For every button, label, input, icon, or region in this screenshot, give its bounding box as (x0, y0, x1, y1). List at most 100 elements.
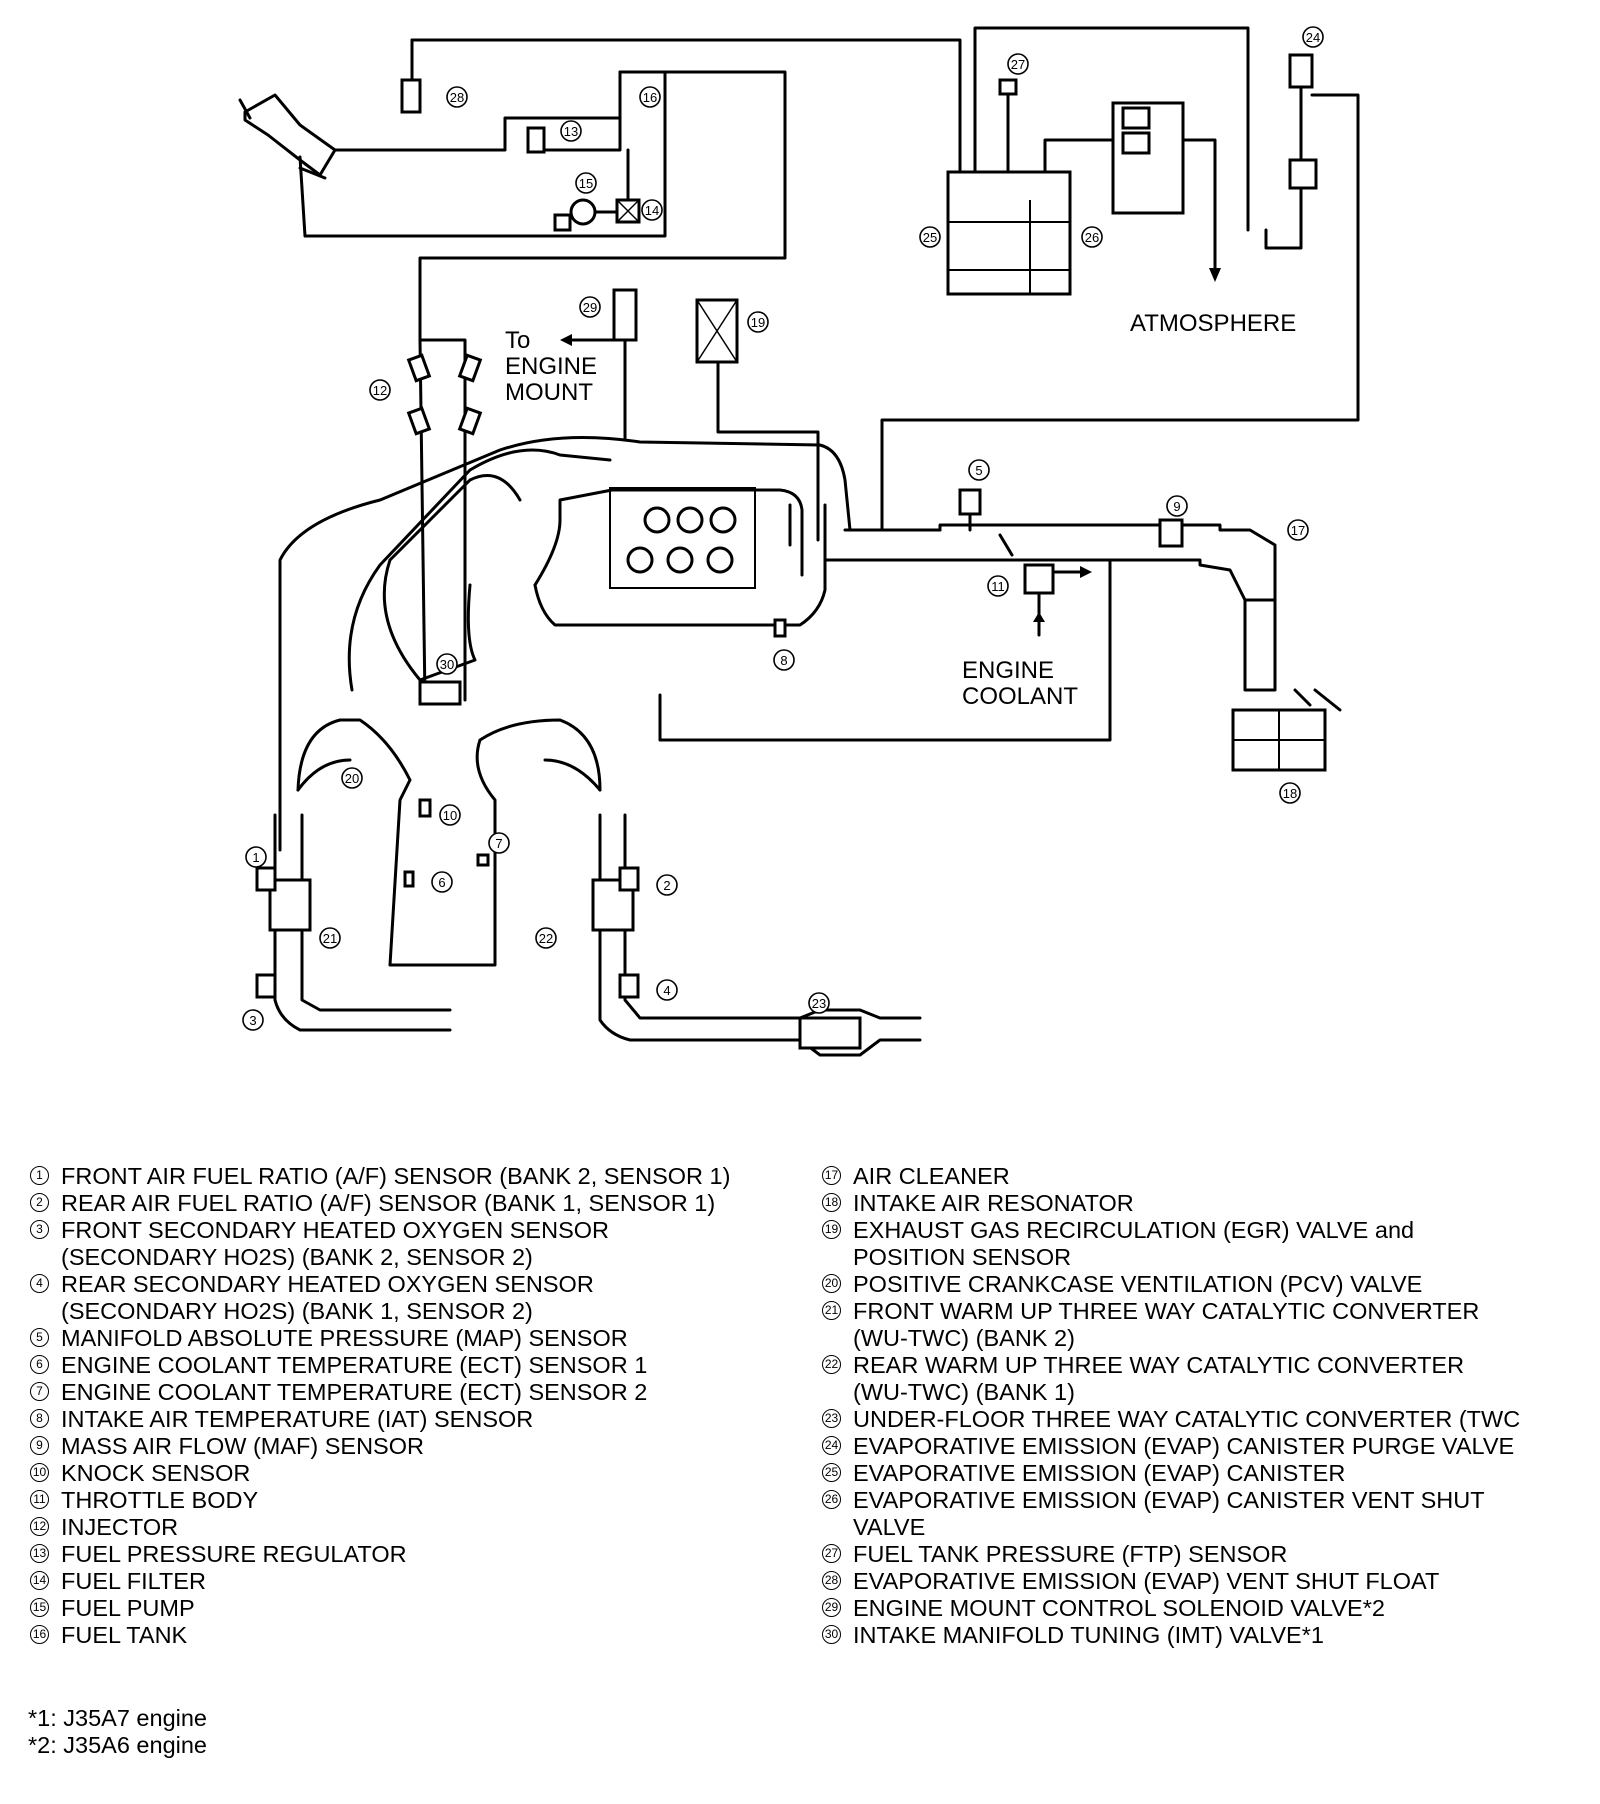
callout-number: 2 (663, 878, 670, 893)
callout-number: 8 (780, 653, 787, 668)
callout-number: 16 (643, 90, 657, 105)
engine-block (296, 718, 602, 967)
callout-number: 21 (323, 931, 337, 946)
legend-number: 5 (30, 1328, 49, 1347)
callout-circle (747, 311, 769, 333)
callout-23: 23 (808, 992, 830, 1014)
callout-circle (1302, 26, 1324, 48)
legend-number: 3 (30, 1220, 49, 1239)
legend-text: MASS AIR FLOW (MAF) SENSOR (61, 1433, 424, 1459)
label-engine-coolant-line2: COOLANT (962, 683, 1078, 710)
legend-text: FUEL TANK PRESSURE (FTP) SENSOR (853, 1541, 1288, 1567)
callout-circle (968, 459, 990, 481)
legend-number: 25 (822, 1463, 841, 1482)
legend-number: 26 (822, 1490, 841, 1509)
callout-circle (773, 649, 795, 671)
legend-text: POSITIVE CRANKCASE VENTILATION (PCV) VAL… (853, 1271, 1423, 1297)
callout-2: 2 (656, 874, 678, 896)
callout-number: 11 (991, 579, 1005, 594)
callout-number: 6 (438, 875, 445, 890)
callout-10: 10 (439, 804, 461, 826)
callout-circle (1081, 226, 1103, 248)
callout-circle (436, 653, 458, 675)
callout-number: 13 (564, 124, 578, 139)
legend-item: 19 EXHAUST GAS RECIRCULATION (EGR) VALVE … (822, 1217, 1600, 1271)
legend-number: 29 (822, 1598, 841, 1617)
evap-canister-assembly (880, 26, 1360, 532)
exhaust-system (255, 813, 922, 1057)
legend-number: 18 (822, 1193, 841, 1212)
callout-circle (1279, 782, 1301, 804)
callout-number: 20 (345, 771, 359, 786)
callout-12: 12 (369, 379, 391, 401)
callout-18: 18 (1279, 782, 1301, 804)
callout-24: 24 (1302, 26, 1324, 48)
callout-circle (656, 874, 678, 896)
legend-text: ENGINE COOLANT TEMPERATURE (ECT) SENSOR … (61, 1352, 648, 1378)
callout-circle (319, 927, 341, 949)
legend-text: FUEL PUMP (61, 1595, 195, 1621)
callout-number: 15 (579, 176, 593, 191)
callout-circle (341, 767, 363, 789)
legend-number: 28 (822, 1571, 841, 1590)
legend-number: 9 (30, 1436, 49, 1455)
callout-15: 15 (575, 172, 597, 194)
fuel-pressure-regulator-body (526, 126, 546, 154)
vent-shut-float-body (400, 78, 422, 114)
callout-5: 5 (968, 459, 990, 481)
legend-text: INTAKE AIR RESONATOR (853, 1190, 1134, 1216)
callout-number: 9 (1173, 499, 1180, 514)
legend-text: INTAKE MANIFOLD TUNING (IMT) VALVE*1 (853, 1622, 1324, 1648)
legend-number: 20 (822, 1274, 841, 1293)
callout-20: 20 (341, 767, 363, 789)
callout-number: 29 (583, 300, 597, 315)
callout-25: 25 (919, 226, 941, 248)
callout-9: 9 (1166, 495, 1188, 517)
callout-circle (488, 832, 510, 854)
evap-purge-valve-body (1288, 53, 1314, 89)
map-sensor-body (958, 488, 982, 516)
legend-number: 22 (822, 1355, 841, 1374)
legend-number: 19 (822, 1220, 841, 1239)
legend-number: 14 (30, 1571, 49, 1590)
callout-circle (535, 927, 557, 949)
callout-22: 22 (535, 927, 557, 949)
callout-number: 30 (440, 657, 454, 672)
callout-circle (242, 1009, 264, 1031)
legend-number: 7 (30, 1382, 49, 1401)
callout-16: 16 (639, 86, 661, 108)
label-to-engine-mount-line2: ENGINE (505, 353, 597, 380)
callout-number: 1 (252, 850, 259, 865)
callout-number: 19 (751, 315, 765, 330)
front-wu-twc-body (268, 878, 312, 932)
air-intake-path (658, 488, 1342, 772)
legend-number: 2 (30, 1193, 49, 1212)
callout-number: 4 (663, 983, 670, 998)
legend-number: 21 (822, 1301, 841, 1320)
callout-number: 17 (1291, 523, 1305, 538)
legend-number: 12 (30, 1517, 49, 1536)
callout-4: 4 (656, 979, 678, 1001)
legend-text: EVAPORATIVE EMISSION (EVAP) CANISTER VEN… (853, 1487, 1485, 1540)
egr-and-mount-valves (560, 288, 820, 542)
legend-text: EXHAUST GAS RECIRCULATION (EGR) VALVE an… (853, 1217, 1415, 1270)
label-to-engine-mount-line3: MOUNT (505, 379, 593, 406)
imt-valve-body (418, 680, 462, 706)
callout-number: 23 (812, 996, 826, 1011)
callout-number: 22 (539, 931, 553, 946)
callout-7: 7 (488, 832, 510, 854)
injectors (406, 338, 483, 702)
footnotes: *1: J35A7 engine *2: J35A6 engine (28, 1705, 207, 1759)
